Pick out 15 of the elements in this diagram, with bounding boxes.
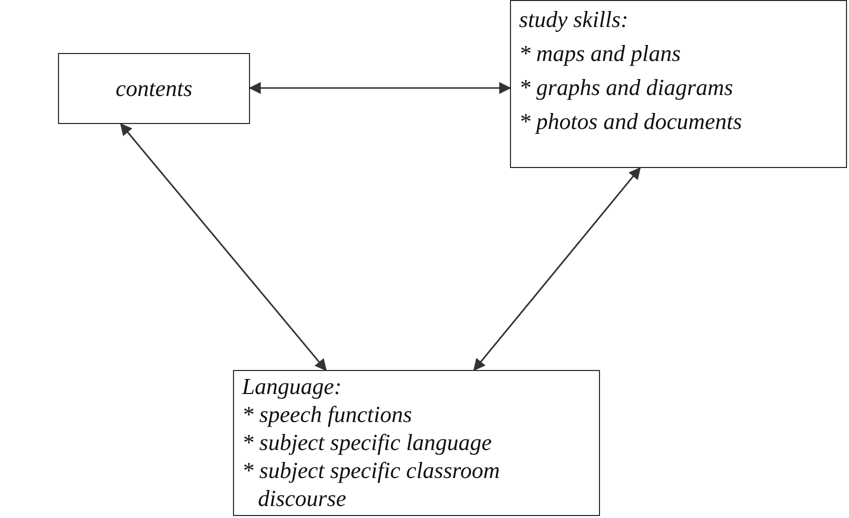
list-heading: Language: <box>242 373 343 401</box>
list-box <box>233 370 600 516</box>
node-label: contents <box>116 74 192 102</box>
list-item: * subject specific classroom discourse <box>242 457 501 513</box>
list-box <box>510 0 847 168</box>
list-item: * subject specific language <box>242 429 493 457</box>
list-item: * photos and documents <box>519 108 743 136</box>
list-heading: study skills: <box>519 6 630 34</box>
double-arrow <box>248 82 512 94</box>
list-item: * graphs and diagrams <box>519 74 734 102</box>
topic-box <box>58 53 250 124</box>
double-arrow <box>473 167 641 371</box>
list-item: * speech functions <box>242 401 413 429</box>
list-item: * maps and plans <box>519 40 682 68</box>
double-arrow <box>120 123 327 372</box>
